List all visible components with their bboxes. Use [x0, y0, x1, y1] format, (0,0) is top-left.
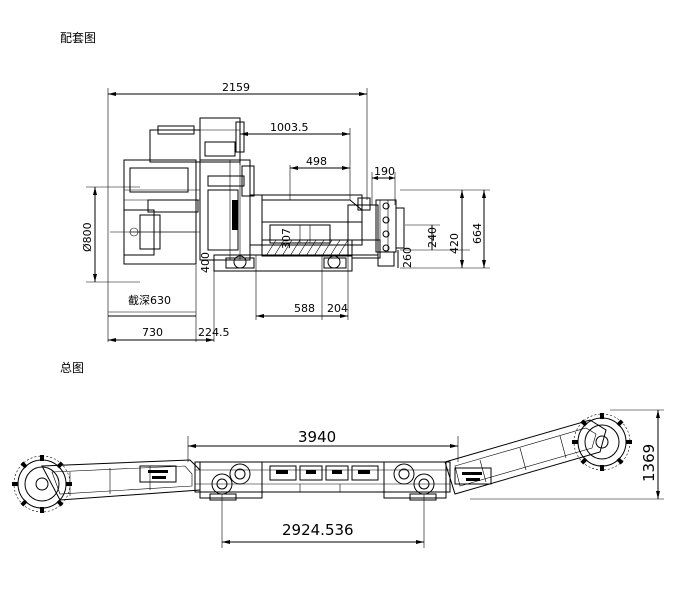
dim-588: 588 [294, 302, 315, 315]
dim-2924-536: 2924.536 [282, 521, 354, 539]
dim-400: 400 [199, 252, 212, 273]
dim-3940: 3940 [298, 428, 336, 446]
dim-730: 730 [142, 326, 163, 339]
dim-1369: 1369 [640, 444, 658, 482]
right-cutting-drum [572, 413, 632, 471]
left-cutting-drum [12, 455, 72, 513]
arrowheads [93, 92, 486, 342]
caption-general: 总图 [60, 361, 84, 375]
dim-224-5: 224.5 [198, 326, 230, 339]
dim-2159: 2159 [222, 81, 250, 94]
dim-3940-line [187, 436, 459, 462]
dim-1003-5: 1003.5 [270, 121, 309, 134]
top-view: 2159 1003.5 498 190 Ø800 240 420 664 260… [81, 81, 490, 342]
dim-420: 420 [448, 233, 461, 254]
left-traction-unit [199, 461, 263, 501]
dim-260: 260 [401, 247, 414, 268]
right-ranging-arm [444, 419, 607, 495]
dim-498: 498 [306, 155, 327, 168]
dim-307: 307 [280, 228, 293, 249]
dim-2924-line [221, 494, 425, 548]
right-traction-unit [383, 461, 447, 501]
bottom-view: 3940 2924.536 1369 [12, 409, 664, 548]
dim-190: 190 [374, 165, 395, 178]
dim-240: 240 [426, 227, 439, 248]
dim-204: 204 [327, 302, 348, 315]
shearer-top-body [110, 117, 405, 272]
dim-diameter-800: Ø800 [81, 222, 94, 252]
dim-664: 664 [471, 223, 484, 244]
caption-assembly: 配套图 [60, 31, 96, 45]
dim-cut-depth-630: 截深630 [128, 293, 171, 307]
dim-1369-line [470, 409, 664, 500]
